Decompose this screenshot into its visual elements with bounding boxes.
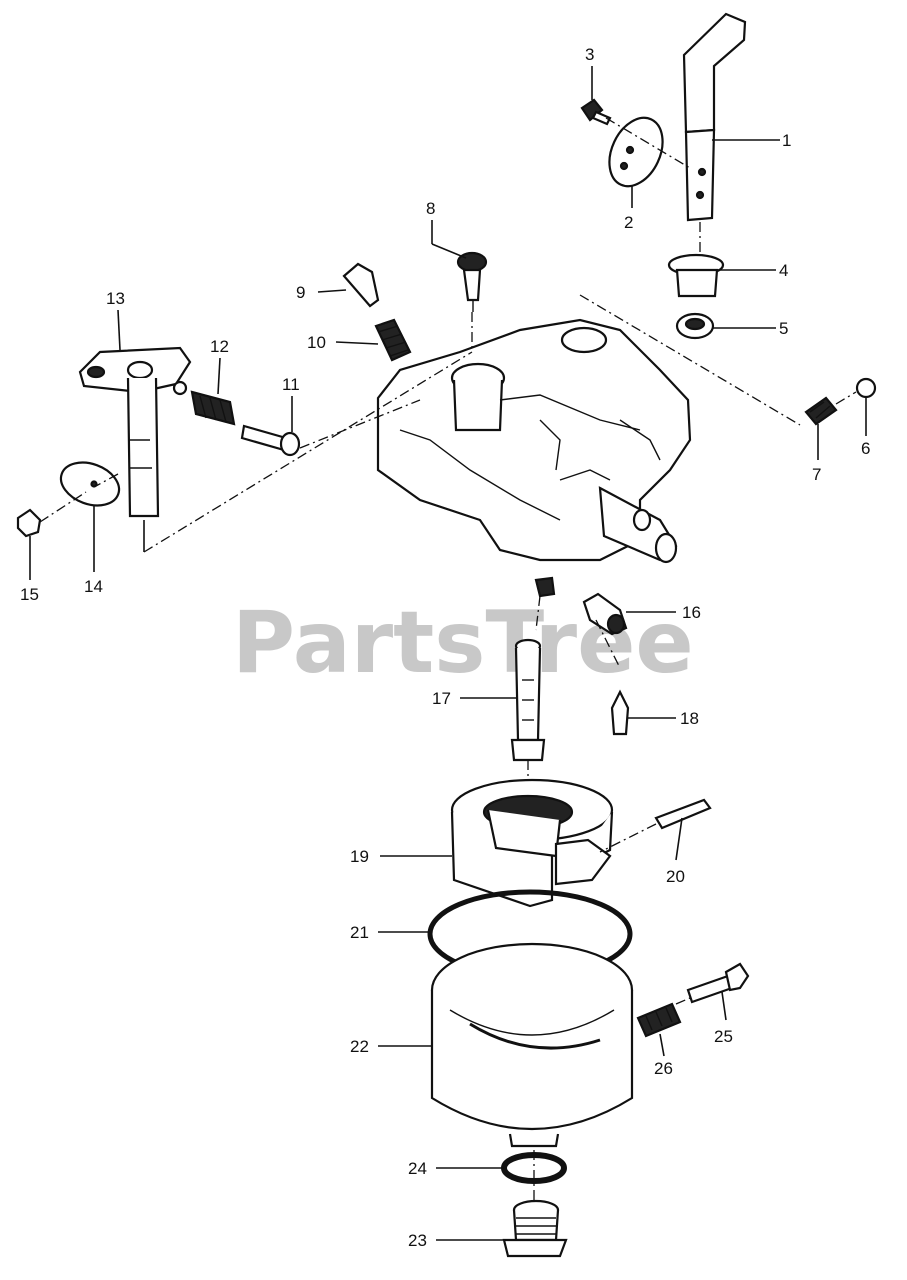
callout-26: 26	[654, 1059, 673, 1078]
callout-7: 7	[812, 465, 821, 484]
part-choke-plate	[608, 116, 664, 188]
part-spring-12	[190, 390, 236, 426]
part-spring-10	[374, 318, 412, 362]
callout-20: 20	[666, 867, 685, 886]
callout-18: 18	[680, 709, 699, 728]
part-float-bowl-22	[430, 942, 634, 1148]
part-ball-6	[855, 377, 877, 399]
part-needle-18	[610, 689, 630, 736]
callout-15: 15	[20, 585, 39, 604]
callout-22: 22	[350, 1037, 369, 1056]
part-screw-25	[686, 962, 750, 1004]
part-screw-8	[456, 251, 488, 312]
part-screw-15	[16, 508, 42, 538]
callout-labels: 1 2 3 4 5 6 7 8 9 10 11 12 13 14 15 16 1…	[20, 45, 870, 1250]
callout-21: 21	[350, 923, 369, 942]
callout-5: 5	[779, 319, 788, 338]
watermark: PartsTree	[232, 593, 694, 693]
part-seal-5	[675, 312, 715, 340]
part-throttle-plate-14	[59, 461, 121, 507]
part-seat-16	[582, 592, 628, 636]
callout-2: 2	[624, 213, 633, 232]
part-throttle-lever-13	[78, 346, 192, 518]
callout-12: 12	[210, 337, 229, 356]
callout-3: 3	[585, 45, 594, 64]
callout-1: 1	[782, 131, 791, 150]
part-needle-9	[342, 262, 380, 308]
callout-17: 17	[432, 689, 451, 708]
part-screw-3	[580, 98, 612, 126]
callout-25: 25	[714, 1027, 733, 1046]
part-spring-7	[804, 396, 838, 426]
part-spring-26	[636, 1002, 682, 1038]
callout-19: 19	[350, 847, 369, 866]
callout-24: 24	[408, 1159, 427, 1178]
callout-14: 14	[84, 577, 103, 596]
part-choke-lever	[682, 12, 747, 222]
carburetor-body	[376, 318, 692, 564]
callout-23: 23	[408, 1231, 427, 1250]
callout-9: 9	[296, 283, 305, 302]
callout-13: 13	[106, 289, 125, 308]
callout-11: 11	[282, 375, 300, 394]
callout-4: 4	[779, 261, 788, 280]
part-screw-11	[240, 424, 301, 457]
callout-10: 10	[307, 333, 326, 352]
callout-16: 16	[682, 603, 701, 622]
leader-lines	[29, 66, 867, 1241]
part-screw-23	[502, 1199, 568, 1258]
part-bushing-4	[667, 253, 725, 298]
callout-8: 8	[426, 199, 435, 218]
part-pin-20	[654, 798, 712, 830]
part-nozzle-17	[510, 638, 546, 762]
part-float-19	[450, 778, 614, 908]
callout-6: 6	[861, 439, 870, 458]
